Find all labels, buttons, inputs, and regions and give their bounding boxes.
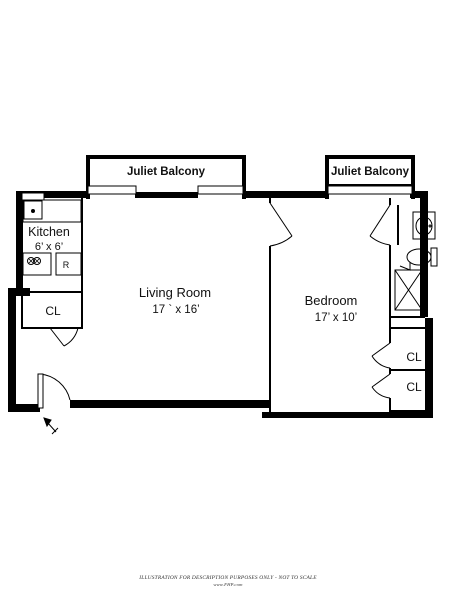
bathroom-fixtures (394, 211, 438, 311)
bedroom-dims: 17’ x 10’ (315, 312, 357, 324)
kitchen-window (21, 192, 45, 201)
entry-arrow-icon (43, 417, 59, 435)
living-room-dims: 17 ` x 16’ (152, 304, 199, 316)
toilet-icon (406, 247, 438, 267)
kitchen-dims: 6’ x 6’ (35, 241, 63, 253)
bath-sink-icon (412, 211, 436, 240)
bedroom-closet-upper-label: CL (406, 350, 422, 364)
stove-icon (22, 252, 52, 276)
kitchen-label: Kitchen (28, 225, 70, 239)
interior-walls (21, 198, 425, 418)
entry-door[interactable] (37, 373, 44, 409)
stove-burner-marks (28, 258, 40, 264)
juliet-balcony-right-label: Juliet Balcony (331, 166, 410, 178)
credit-text: www.FHP.com (213, 582, 243, 587)
bedroom-closet-lower-label: CL (406, 380, 422, 394)
entry-closet-label: CL (45, 304, 61, 318)
kitchen-fixtures (22, 199, 82, 276)
bedroom-label: Bedroom (305, 293, 358, 308)
exterior-walls (8, 191, 433, 418)
juliet-balcony-left: Juliet Balcony (86, 155, 246, 199)
kitchen-sink-icon (23, 200, 43, 220)
refrigerator-icon (55, 252, 82, 276)
shower-icon (394, 262, 423, 311)
refrigerator-label: R (63, 260, 70, 270)
disclaimer-text: ILLUSTRATION FOR DESCRIPTION PURPOSES ON… (139, 575, 317, 581)
living-room-label: Living Room (139, 285, 211, 300)
juliet-balcony-right: Juliet Balcony (325, 155, 415, 199)
juliet-balcony-left-label: Juliet Balcony (127, 166, 206, 178)
